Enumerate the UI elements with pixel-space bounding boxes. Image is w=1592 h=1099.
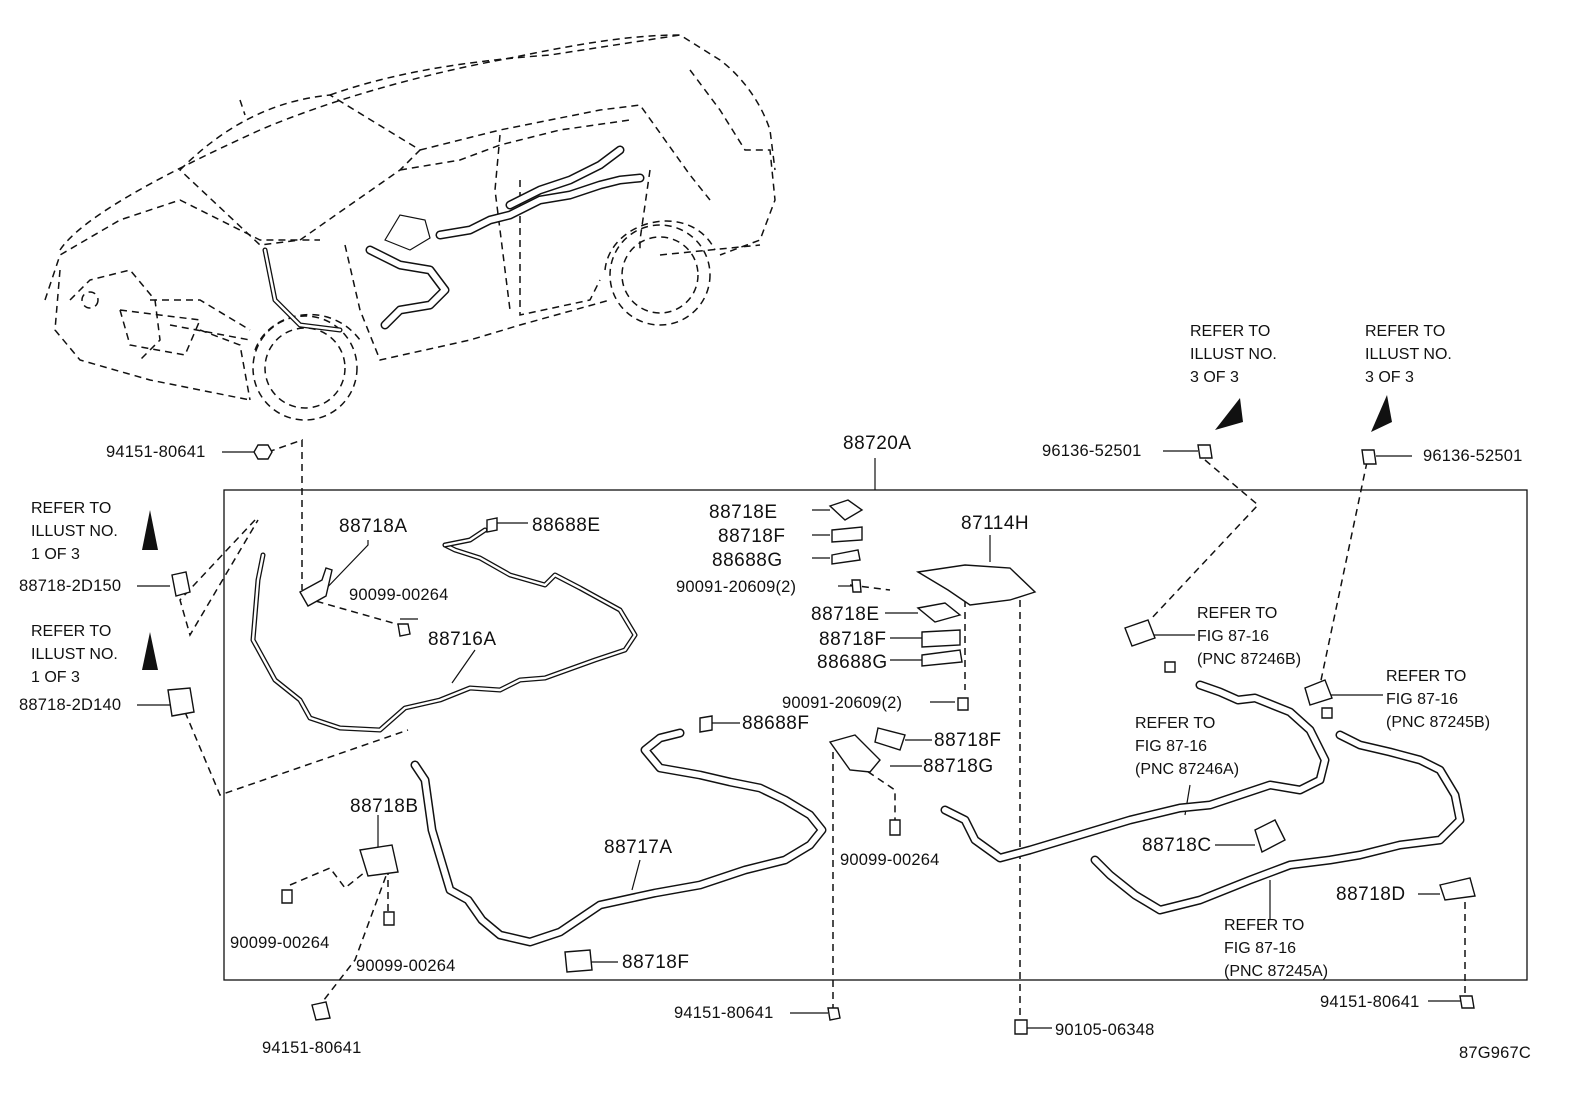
bolt-90105-icon — [1014, 1019, 1028, 1035]
clip-96136-icon — [1361, 449, 1377, 465]
clamp-88718F-icon — [921, 629, 961, 648]
nut-icon — [1164, 661, 1176, 673]
clip-88688F-icon — [699, 715, 713, 733]
part-label-94151[interactable]: 94151-80641 — [674, 1004, 774, 1022]
grommet-2D140-icon — [167, 687, 195, 717]
part-label-88718-2D150[interactable]: 88718-2D150 — [19, 577, 122, 595]
part-label-88716A[interactable]: 88716A — [428, 629, 497, 650]
hose-88717A[interactable] — [410, 728, 827, 947]
part-label-88718C[interactable]: 88718C — [1142, 835, 1212, 856]
arrow-up-icon — [1215, 398, 1243, 430]
arrow-up-icon — [142, 510, 158, 550]
clip-88688G-icon — [921, 649, 963, 667]
part-label-88718G[interactable]: 88718G — [923, 756, 994, 777]
part-label-90099[interactable]: 90099-00264 — [349, 586, 449, 604]
clamp-88718F-icon — [874, 727, 906, 751]
bracket-88718E-icon — [916, 602, 962, 623]
bracket-88718A-icon — [299, 567, 333, 607]
bolt-90099-icon — [397, 623, 411, 637]
part-label-90099[interactable]: 90099-00264 — [230, 934, 330, 952]
part-label-90099[interactable]: 90099-00264 — [840, 851, 940, 869]
elbow-87246B-icon — [1124, 619, 1156, 647]
part-label-87114H[interactable]: 87114H — [961, 513, 1030, 534]
clip-96136-icon — [1197, 444, 1213, 459]
nut-94151-icon — [827, 1007, 841, 1021]
refer-note-87246A[interactable]: REFER TO FIG 87-16 (PNC 87246A) — [1135, 715, 1240, 778]
nut-94151-icon — [311, 1001, 331, 1021]
bolt-90099-icon — [281, 889, 293, 904]
refer-note-87245A[interactable]: REFER TO FIG 87-16 (PNC 87245A) — [1224, 917, 1329, 980]
part-label-94151[interactable]: 94151-80641 — [1320, 993, 1420, 1011]
part-label-88688F[interactable]: 88688F — [742, 713, 810, 734]
cover-87114H-icon — [915, 564, 1037, 606]
part-label-88688G[interactable]: 88688G — [712, 550, 783, 571]
refer-note-illust-3[interactable]: REFER TO ILLUST NO. 3 OF 3 — [1190, 323, 1277, 386]
nut-94151-icon — [253, 444, 273, 460]
part-label-88688G[interactable]: 88688G — [817, 652, 888, 673]
clamp-88718F-icon — [831, 526, 863, 543]
hose-right-87246A[interactable] — [940, 680, 1330, 863]
refer-note-illust-3[interactable]: REFER TO ILLUST NO. 3 OF 3 — [1365, 323, 1452, 386]
part-label-88718F[interactable]: 88718F — [819, 629, 887, 650]
part-label-94151[interactable]: 94151-80641 — [106, 443, 206, 461]
part-label-88718E[interactable]: 88718E — [709, 502, 778, 523]
nut-icon — [1321, 707, 1333, 719]
part-label-88718E[interactable]: 88718E — [811, 604, 880, 625]
bolt-90099-icon — [383, 911, 395, 926]
arrow-up-icon — [142, 632, 158, 670]
part-label-90091[interactable]: 90091-20609(2) — [676, 578, 797, 596]
clip-88688G-icon — [831, 549, 861, 565]
refer-note-illust-1[interactable]: REFER TO ILLUST NO. 1 OF 3 — [31, 623, 118, 686]
part-label-90091[interactable]: 90091-20609(2) — [782, 694, 903, 712]
bolt-90091-icon — [851, 579, 862, 593]
nut-94151-icon — [1459, 995, 1475, 1009]
part-label-88717A[interactable]: 88717A — [604, 837, 673, 858]
bracket-88718E-icon — [828, 499, 864, 521]
arrow-up-icon — [1371, 395, 1392, 432]
bracket-88718G-icon — [828, 734, 881, 773]
diagram-code: 87G967C — [1459, 1044, 1532, 1062]
bracket-88718D-icon — [1439, 877, 1476, 901]
part-label-88718D[interactable]: 88718D — [1336, 884, 1406, 905]
elbow-87245B-icon — [1304, 679, 1333, 706]
part-label-88720A[interactable]: 88720A — [843, 433, 912, 454]
hose-right-87245A[interactable] — [1090, 730, 1465, 915]
bolt-90091-icon — [957, 697, 969, 711]
part-label-88718B[interactable]: 88718B — [350, 796, 419, 817]
part-label-88718F[interactable]: 88718F — [934, 730, 1002, 751]
vehicle-illustration — [44, 34, 776, 421]
part-label-88718F[interactable]: 88718F — [718, 526, 786, 547]
tube-88716A[interactable] — [250, 527, 638, 733]
assembly-88720A-frame — [223, 489, 1528, 981]
bracket-88718B-icon — [359, 844, 399, 877]
part-label-88688E[interactable]: 88688E — [532, 515, 601, 536]
bolt-90099-icon — [889, 819, 901, 836]
part-label-88718A[interactable]: 88718A — [339, 516, 408, 537]
refer-note-87246B[interactable]: REFER TO FIG 87-16 (PNC 87246B) — [1197, 605, 1302, 668]
part-label-90099[interactable]: 90099-00264 — [356, 957, 456, 975]
part-label-88718F[interactable]: 88718F — [622, 952, 690, 973]
bracket-88718C-icon — [1254, 819, 1286, 854]
part-label-90105[interactable]: 90105-06348 — [1055, 1021, 1155, 1039]
part-label-96136[interactable]: 96136-52501 — [1423, 447, 1523, 465]
clamp-88718F-icon — [564, 949, 593, 973]
part-label-96136[interactable]: 96136-52501 — [1042, 442, 1142, 460]
clip-88688E-icon — [486, 517, 498, 533]
refer-note-87245B[interactable]: REFER TO FIG 87-16 (PNC 87245B) — [1386, 668, 1491, 731]
part-label-94151[interactable]: 94151-80641 — [262, 1039, 362, 1057]
part-label-88718-2D140[interactable]: 88718-2D140 — [19, 696, 122, 714]
refer-note-illust-1[interactable]: REFER TO ILLUST NO. 1 OF 3 — [31, 500, 118, 563]
grommet-2D150-icon — [171, 571, 191, 597]
